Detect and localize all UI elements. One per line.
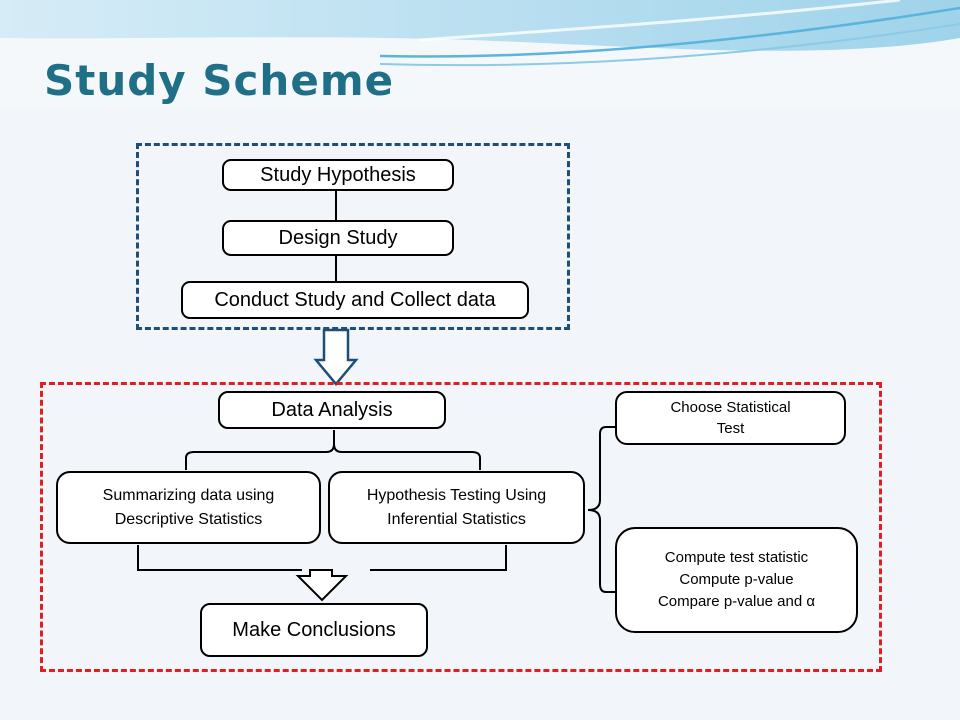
node-design-study-label: Design Study [278, 226, 398, 249]
down-arrow-icon [313, 328, 359, 386]
node-study-hypothesis: Study Hypothesis [222, 159, 454, 191]
merge-line-right [370, 545, 507, 571]
node-choose-test: Choose Statistical Test [615, 391, 846, 445]
node-make-conclusions: Make Conclusions [200, 603, 428, 657]
node-summarizing: Summarizing data using Descriptive Stati… [56, 471, 321, 544]
node-summarizing-label: Summarizing data using Descriptive Stati… [102, 486, 275, 528]
merge-line-left [137, 545, 302, 571]
right-curly-bracket [587, 426, 616, 593]
node-design-study: Design Study [222, 220, 454, 256]
branch-brace [185, 430, 481, 470]
node-conduct-study-label: Conduct Study and Collect data [214, 288, 496, 311]
header-wave [0, 0, 960, 67]
node-make-conclusions-label: Make Conclusions [232, 618, 396, 641]
design-phase-frame [136, 143, 570, 330]
node-compute-steps-label: Compute test statistic Compute p-value C… [657, 549, 816, 610]
node-conduct-study: Conduct Study and Collect data [181, 281, 529, 319]
node-data-analysis: Data Analysis [218, 391, 446, 429]
node-data-analysis-label: Data Analysis [271, 398, 393, 421]
node-choose-test-label: Choose Statistical Test [670, 399, 791, 437]
node-hypothesis-testing: Hypothesis Testing Using Inferential Sta… [328, 471, 585, 544]
node-compute-steps: Compute test statistic Compute p-value C… [615, 527, 858, 633]
node-hypothesis-testing-label: Hypothesis Testing Using Inferential Sta… [366, 486, 547, 528]
node-study-hypothesis-label: Study Hypothesis [260, 163, 416, 186]
merge-arrow-icon [295, 569, 349, 602]
analysis-phase-frame [40, 382, 882, 672]
page-title: Study Scheme [44, 56, 395, 105]
